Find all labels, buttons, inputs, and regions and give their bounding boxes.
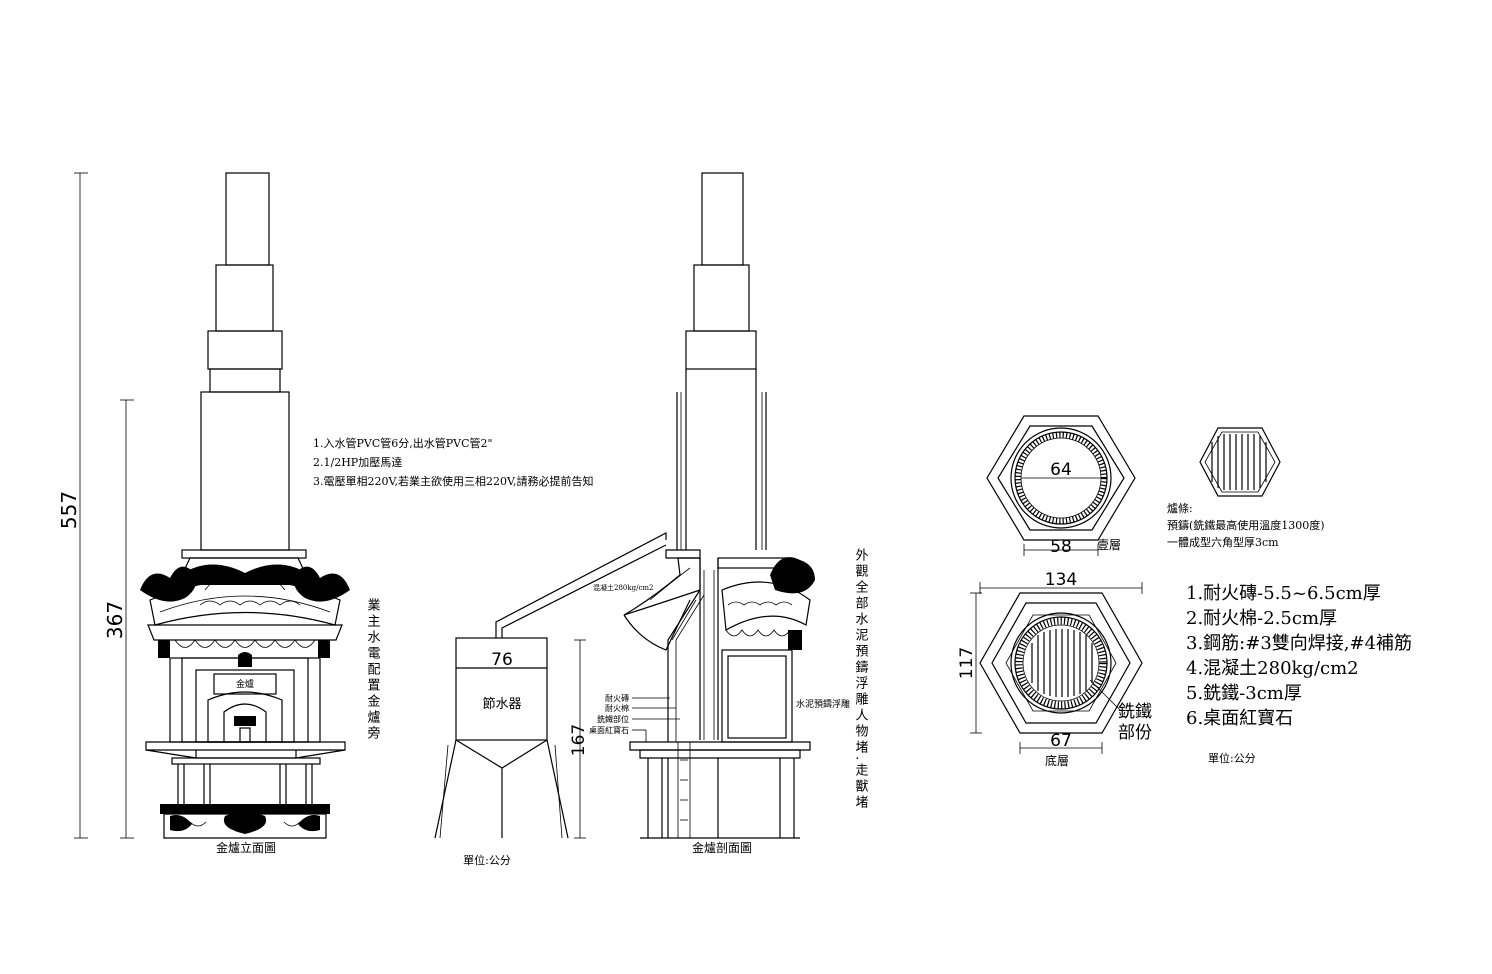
- grate-detail: 爐條: 預鑄(銑鐵最高使用溫度1300度) 一體成型六角型厚3cm: [1167, 427, 1325, 549]
- furnace-table: [145, 741, 346, 804]
- note-1: 1.入水管PVC管6分,出水管PVC管2": [313, 436, 493, 450]
- spec-3: 3.鋼筋:#3雙向焊接,#4補筋: [1186, 633, 1412, 654]
- spec-6: 6.桌面紅寶石: [1186, 708, 1293, 729]
- tank-height-label: 167: [569, 724, 589, 756]
- layer-label-firewool: 耐火棉: [605, 703, 629, 713]
- plan-base-level: 134 117 銑鐵 部份 67 底層: [957, 570, 1152, 768]
- tank-unit-label: 單位:公分: [463, 853, 511, 867]
- layer-label-tabletop: 桌面紅寶石: [589, 725, 629, 735]
- base-grate-bars: [1031, 629, 1093, 697]
- utility-notes: 1.入水管PVC管6分,出水管PVC管2" 2.1/2HP加壓馬達 3.電壓單相…: [313, 436, 594, 488]
- roof-ornament: [140, 549, 350, 658]
- elevation-view: 557 367: [57, 172, 381, 855]
- plan-base-label: 底層: [1045, 753, 1069, 768]
- section-roof-left: [623, 549, 701, 651]
- tank-width-label: 76: [491, 650, 513, 670]
- grate-line-2: 一體成型六角型厚3cm: [1167, 535, 1279, 549]
- layer-label-firebrick: 耐火磚: [605, 693, 629, 703]
- section-table-base: [629, 741, 811, 839]
- plaque-label: 金爐: [236, 678, 254, 690]
- elevation-side-note: 業主水電配置金爐旁: [365, 597, 381, 742]
- note-3: 3.電壓單相220V,若業主欲使用三相220V,請務必提前告知: [313, 474, 594, 488]
- callout-portion: 部份: [1118, 723, 1152, 743]
- plan-top-level: 64 58 壹層: [986, 415, 1136, 557]
- water-saver-tank: 76 節水器 167 單位:公分: [434, 532, 667, 867]
- spec-4: 4.混凝土280kg/cm2: [1186, 658, 1359, 679]
- section-flue: [667, 558, 719, 742]
- section-caption: 金爐剖面圖: [692, 840, 752, 855]
- chimney: [200, 172, 290, 551]
- plan-top-inner-diameter: 64: [1050, 460, 1072, 480]
- layer-label-castiron: 銑鐵部位: [597, 714, 629, 724]
- section-body: [721, 649, 793, 743]
- dimension-label-367: 367: [103, 601, 127, 639]
- plan-base-width: 134: [1045, 570, 1077, 590]
- furnace-base: [160, 804, 330, 839]
- spec-5: 5.銑鐵-3cm厚: [1186, 683, 1302, 704]
- grate-title: 爐條:: [1167, 501, 1193, 515]
- dimension-label-557: 557: [57, 491, 81, 529]
- plan-base-height: 117: [957, 647, 977, 679]
- plan-top-label: 壹層: [1097, 538, 1121, 552]
- grate-bars: [1211, 434, 1267, 490]
- spec-2: 2.耐火棉-2.5cm厚: [1186, 608, 1337, 629]
- section-view: 混凝土280kg/cm2 耐火磚 耐火棉 銑鐵部位 桌面紅寶石 水泥預鑄浮雕 金…: [589, 172, 869, 855]
- spec-1: 1.耐火磚-5.5~6.5cm厚: [1186, 583, 1381, 604]
- relief-label: 水泥預鑄浮雕: [796, 698, 850, 710]
- layer-leaders: [632, 697, 680, 742]
- furnace-body: 金爐: [169, 652, 321, 743]
- dimension-total-height: 557: [57, 172, 88, 839]
- spec-unit: 單位:公分: [1208, 751, 1256, 765]
- callout-castiron: 銑鐵: [1118, 702, 1152, 722]
- plan-top-bottom-width: 58: [1050, 537, 1072, 557]
- note-2: 2.1/2HP加壓馬達: [313, 456, 402, 469]
- tank-label: 節水器: [482, 697, 521, 712]
- section-side-note: 外觀全部水泥預鑄浮雕人物堵.走獸堵: [853, 548, 869, 811]
- concrete-label: 混凝土280kg/cm2: [593, 583, 653, 592]
- section-chimney: [676, 172, 767, 550]
- grate-line-1: 預鑄(銑鐵最高使用溫度1300度): [1167, 518, 1325, 532]
- section-roof-right: [717, 557, 815, 650]
- plan-base-bottom-width: 67: [1050, 731, 1072, 751]
- spec-list: 1.耐火磚-5.5~6.5cm厚 2.耐火棉-2.5cm厚 3.鋼筋:#3雙向焊…: [1186, 583, 1412, 765]
- elevation-caption: 金爐立面圖: [216, 840, 276, 855]
- dimension-body-height: 367: [103, 399, 134, 839]
